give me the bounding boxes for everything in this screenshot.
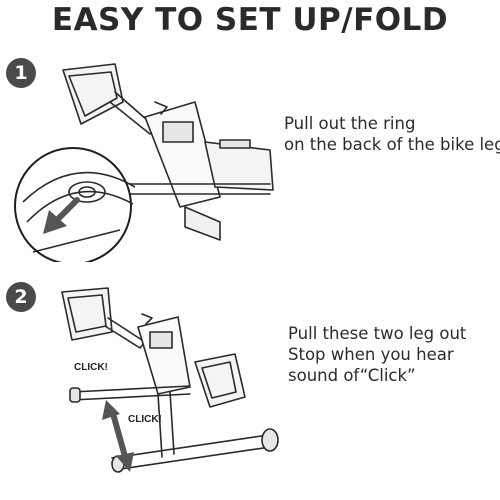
step-1-illustration xyxy=(14,63,274,262)
double-arrow-icon xyxy=(102,400,134,472)
click-label-1: CLICK! xyxy=(74,362,108,373)
step-2-line-3: sound of“Click” xyxy=(288,366,416,385)
step-2-illustration: CLICK! CLICK! xyxy=(61,287,279,473)
step-2-line-2: Stop when you hear xyxy=(288,345,454,364)
step-1-badge: 1 xyxy=(6,58,36,88)
step-2-badge: 2 xyxy=(6,282,36,312)
page-title: EASY TO SET UP/FOLD xyxy=(51,2,449,38)
step-1-line-2: on the back of the bike leg xyxy=(284,135,500,154)
step-1-caption: Pull out the ring on the back of the bik… xyxy=(284,113,500,155)
pull-arrow-icon xyxy=(43,197,80,234)
click-label-2: CLICK! xyxy=(128,414,162,425)
step-1-line-1: Pull out the ring xyxy=(284,114,416,133)
step-2-line-1: Pull these two leg out xyxy=(288,324,467,343)
step-2-caption: Pull these two leg out Stop when you hea… xyxy=(288,323,466,386)
